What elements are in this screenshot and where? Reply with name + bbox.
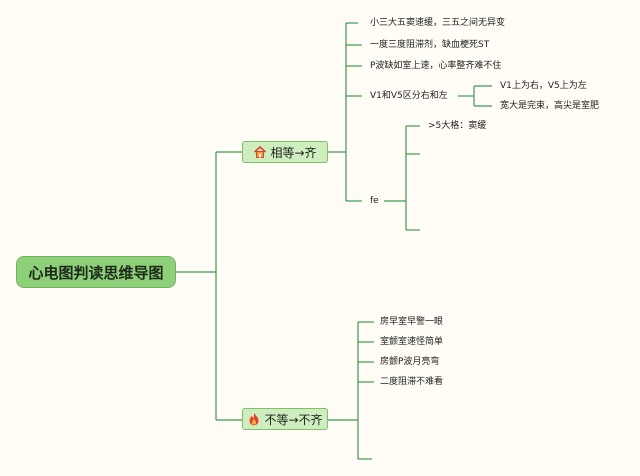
v-sub-item-1[interactable]: V1上为右，V5上为左: [500, 81, 587, 91]
fire-icon: [247, 412, 261, 426]
root-node[interactable]: 心电图判读思维导图: [16, 256, 176, 288]
house-icon: [253, 145, 267, 159]
uneq-item-2[interactable]: 室颤室速怪简单: [380, 337, 444, 347]
v-sub-item-2[interactable]: 宽大是完束，高尖是室肥: [500, 101, 600, 111]
branch-equal-label: 相等→齐: [270, 145, 317, 160]
branch-equal-node[interactable]: 相等→齐: [242, 141, 328, 163]
eq-fe-item[interactable]: fe: [370, 196, 379, 206]
eq-item-4[interactable]: V1和V5区分右和左: [370, 91, 448, 101]
uneq-item-3[interactable]: 房颤P波月亮弯: [380, 357, 440, 367]
eq-item-3[interactable]: P波缺如室上速，心率整齐难不住: [370, 61, 502, 71]
uneq-item-1[interactable]: 房早室早警一眼: [380, 317, 444, 327]
fe-sub-item-1[interactable]: >5大格：窦缓: [428, 121, 487, 131]
uneq-item-4[interactable]: 二度阻滞不难看: [380, 377, 444, 387]
root-label: 心电图判读思维导图: [28, 263, 164, 282]
branch-unequal-label: 不等→不齐: [264, 412, 323, 427]
eq-item-2[interactable]: 一度三度阻滞剂，缺血梗死ST: [370, 40, 490, 50]
eq-item-1[interactable]: 小三大五窦速缓，三五之间无异变: [370, 18, 506, 28]
branch-unequal-node[interactable]: 不等→不齐: [242, 408, 328, 430]
